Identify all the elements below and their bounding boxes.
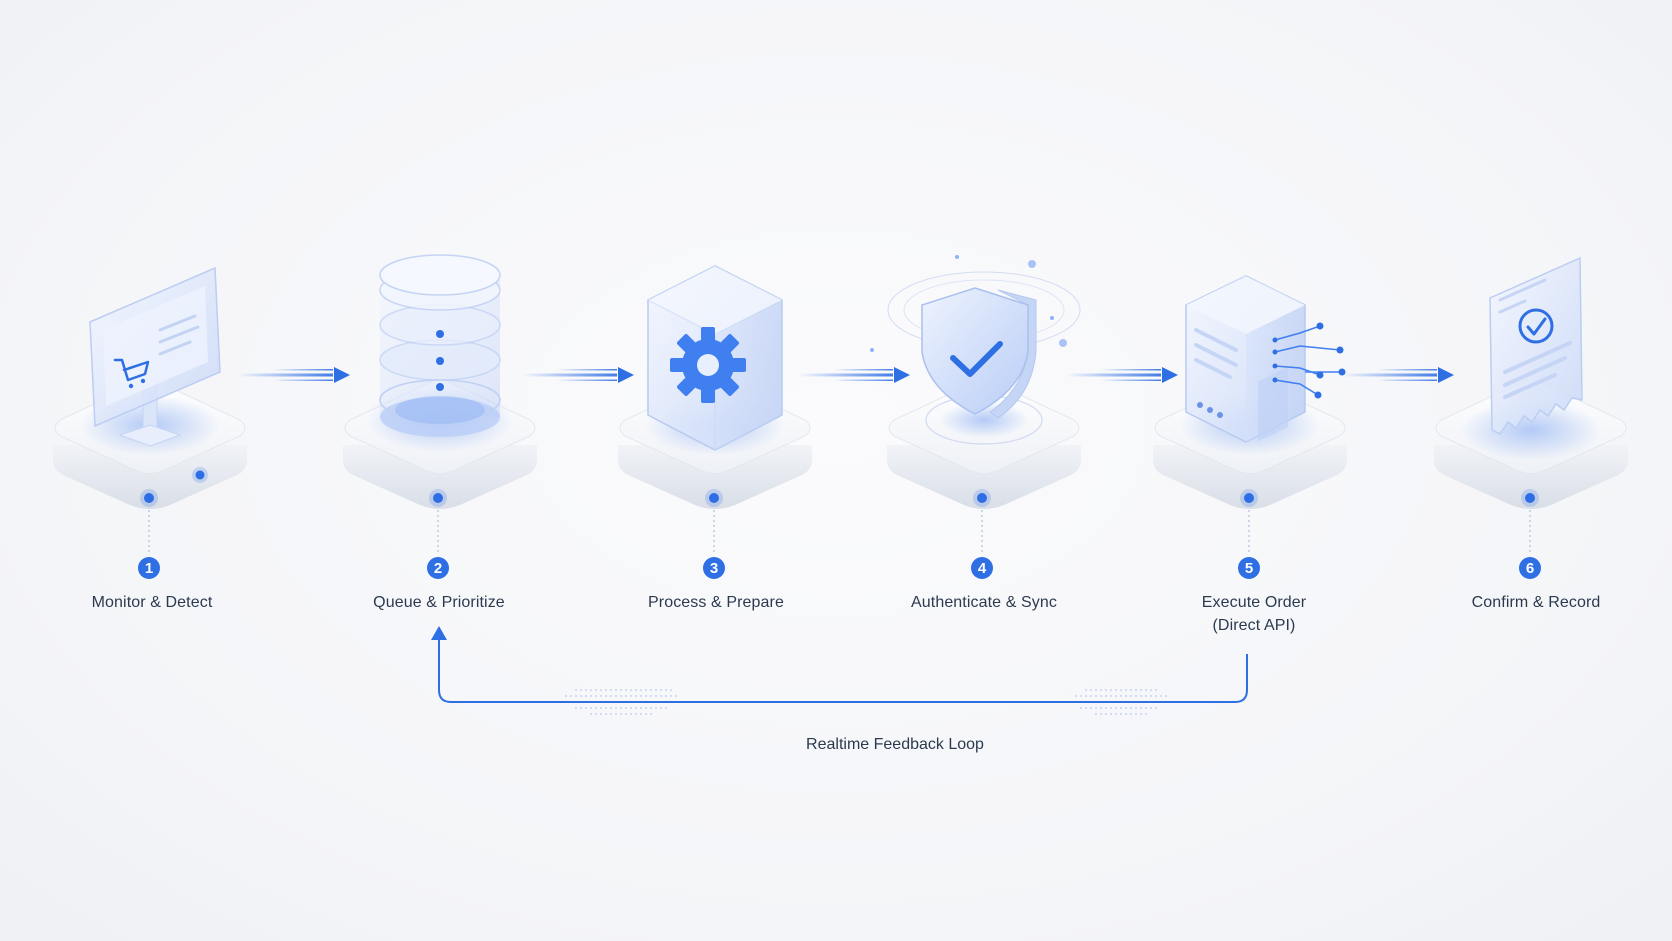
platform-4 xyxy=(887,377,1081,509)
svg-text:5: 5 xyxy=(1245,560,1253,577)
shield-check-icon xyxy=(870,255,1081,419)
step-5-label-line2: (Direct API) xyxy=(1212,617,1296,634)
step-5-label-line1: Execute Order xyxy=(1201,594,1307,611)
step-5-label: Execute Order (Direct API) xyxy=(1144,591,1364,637)
step-6-badge: 6 xyxy=(1519,557,1541,579)
feedback-loop-connector xyxy=(431,626,1248,715)
step-4-node: 4 xyxy=(870,255,1081,579)
feedback-loop-label: Realtime Feedback Loop xyxy=(806,736,984,753)
step-2-badge: 2 xyxy=(427,557,449,579)
step-2-node: 2 xyxy=(343,254,537,579)
svg-text:6: 6 xyxy=(1526,560,1534,577)
receipt-check-icon xyxy=(1489,256,1583,435)
flow-arrow-2-3 xyxy=(522,367,634,383)
step-2-label: Queue & Prioritize xyxy=(373,594,505,611)
step-4-badge: 4 xyxy=(971,557,993,579)
step-6-node: 6 xyxy=(1434,256,1628,579)
svg-text:2: 2 xyxy=(434,560,442,577)
step-5-badge: 5 xyxy=(1238,557,1260,579)
server-api-icon xyxy=(1185,275,1346,443)
step-6-label: Confirm & Record xyxy=(1471,594,1601,611)
flow-arrow-1-2 xyxy=(238,367,350,383)
monitor-cart-icon xyxy=(89,266,221,447)
step-4-label: Authenticate & Sync xyxy=(911,594,1057,611)
step-5-node: 5 xyxy=(1153,275,1347,579)
svg-text:3: 3 xyxy=(710,560,718,577)
step-3-label: Process & Prepare xyxy=(648,594,784,611)
flow-arrows xyxy=(238,367,1454,383)
flow-arrow-4-5 xyxy=(1066,367,1178,383)
step-3-badge: 3 xyxy=(703,557,725,579)
svg-text:1: 1 xyxy=(145,560,153,577)
gear-cube-icon xyxy=(647,265,783,451)
step-3-node: 3 xyxy=(618,265,812,579)
step-1-badge: 1 xyxy=(138,557,160,579)
flow-arrow-5-6 xyxy=(1342,367,1454,383)
database-stack-icon xyxy=(379,254,501,437)
step-1-node: 1 xyxy=(53,266,247,579)
svg-text:4: 4 xyxy=(978,560,987,577)
step-1-label: Monitor & Detect xyxy=(91,594,213,611)
flow-arrow-3-4 xyxy=(798,367,910,383)
